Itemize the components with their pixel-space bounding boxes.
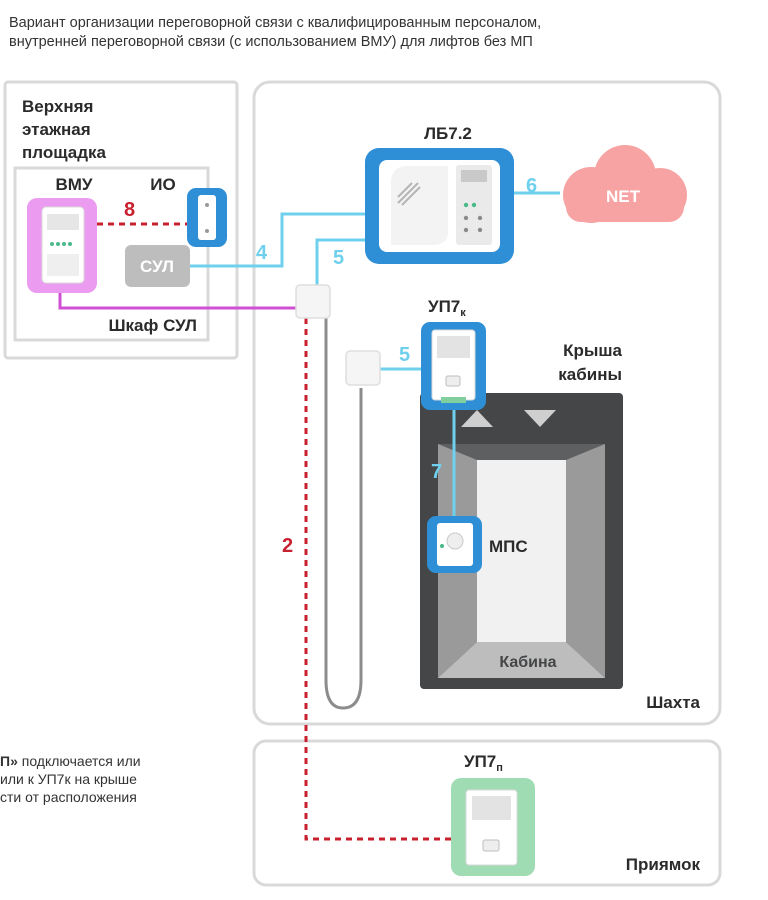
mps-device: [427, 516, 482, 573]
up7p-device: [451, 778, 535, 876]
label-pit: Приямок: [626, 855, 701, 874]
wire-vmu-magenta: [58, 285, 296, 310]
junction-box-middle: [345, 350, 381, 386]
conn-label-4: 4: [256, 242, 268, 264]
vmu-device: [27, 198, 97, 293]
note-line-1-rest: подключается или: [17, 753, 141, 769]
shaft-zone: [252, 80, 722, 726]
label-cabin: Кабина: [499, 654, 556, 671]
note-line-1-bold: П»: [0, 753, 18, 769]
label-roof-1: Крыша: [563, 341, 622, 360]
label-top-floor-2: этажная: [22, 120, 91, 139]
note-line-2: или к УП7к на крыше: [0, 771, 137, 787]
label-top-floor-1: Верхняя: [22, 97, 93, 116]
label-top-floor-3: площадка: [22, 143, 107, 162]
top-floor-zone: [3, 80, 239, 360]
conn-label-5a: 5: [333, 247, 344, 269]
net-cloud-icon: [563, 145, 687, 223]
conn-label-2: 2: [282, 535, 293, 557]
conn-label-8: 8: [124, 199, 135, 221]
io-device: [187, 188, 227, 247]
diagram-caption: Вариант организации переговорной связи с…: [9, 14, 709, 52]
junction-box-top: [295, 284, 331, 319]
note-line-3: сти от расположения: [0, 789, 137, 805]
label-shaft: Шахта: [646, 693, 700, 712]
trailing-cable: [324, 318, 363, 710]
pit-zone: [252, 739, 722, 887]
up7k-device: [421, 322, 486, 410]
label-up7k: УП7к: [428, 297, 466, 319]
label-vmu: ВМУ: [55, 175, 92, 194]
wire-4: [190, 212, 365, 268]
conn-label-6: 6: [526, 175, 537, 197]
sul-block: [125, 245, 190, 287]
label-sul: СУЛ: [140, 257, 174, 276]
lb72-device: [365, 148, 514, 264]
label-mps: МПС: [489, 537, 528, 556]
arrow-down-icon: [524, 410, 556, 427]
label-cabinet: Шкаф СУЛ: [108, 316, 197, 335]
note-line-1: П» подключается или: [0, 752, 250, 770]
label-roof-2: кабины: [558, 365, 622, 384]
label-up7p: УП7п: [464, 752, 503, 774]
wire-5a: [315, 238, 365, 285]
arrow-up-icon: [461, 410, 493, 427]
label-net: NET: [606, 187, 641, 206]
side-note: П» подключается или или к УП7к на крыше …: [0, 752, 250, 806]
label-io: ИО: [150, 175, 175, 194]
label-lb72: ЛБ7.2: [424, 124, 472, 143]
conn-label-5b: 5: [399, 344, 410, 366]
wire-2: [304, 318, 464, 841]
wires: [58, 191, 560, 841]
cabinet-zone: [13, 166, 210, 342]
caption-line-2: внутренней переговорной связи (с использ…: [9, 34, 533, 50]
caption-line-1: Вариант организации переговорной связи с…: [9, 15, 542, 31]
conn-label-7: 7: [431, 461, 442, 483]
